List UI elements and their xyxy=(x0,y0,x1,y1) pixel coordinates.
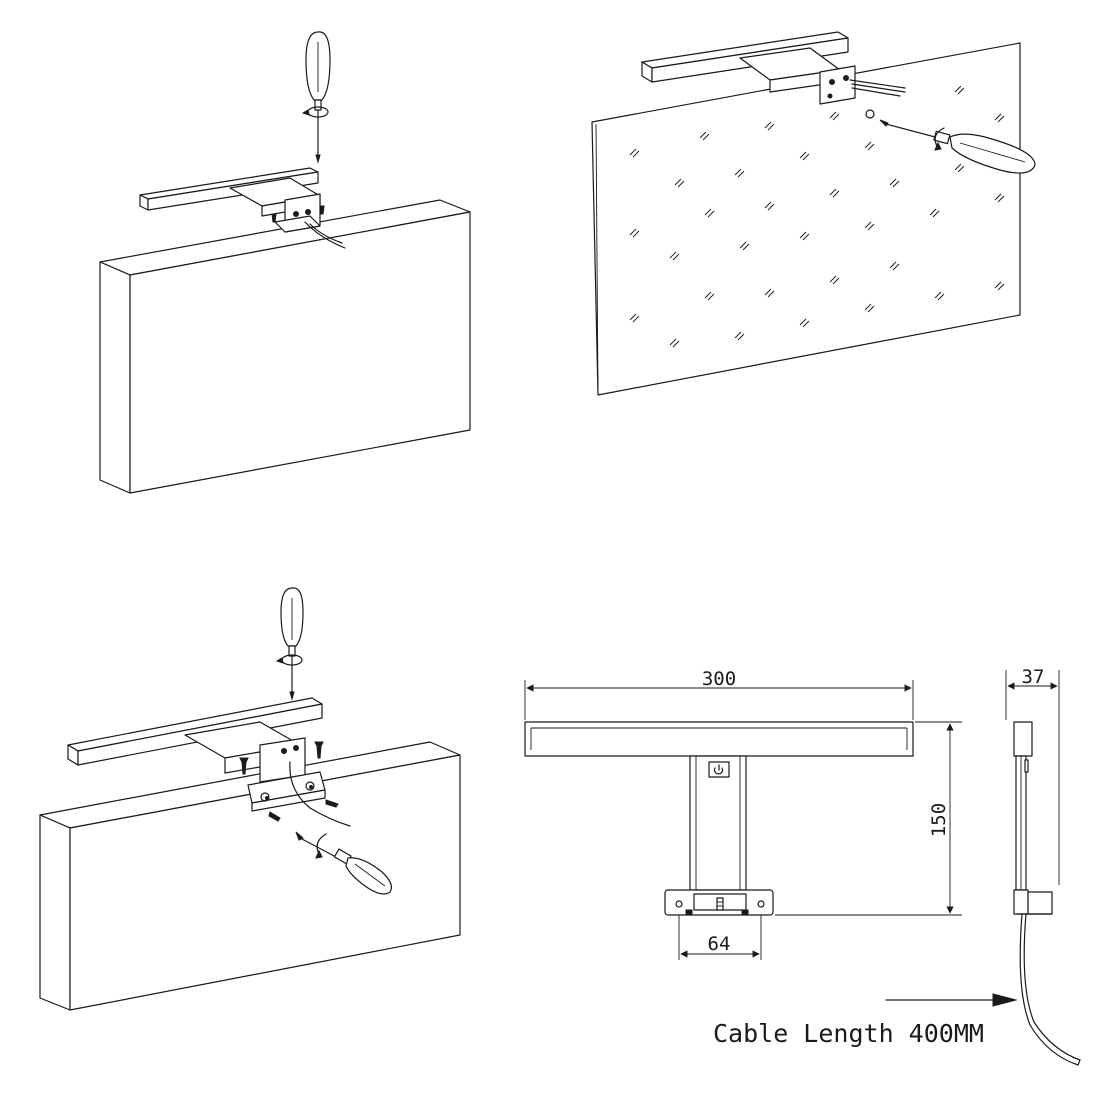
height-dimension: 150 xyxy=(775,721,962,916)
mounting-bracket xyxy=(247,771,326,812)
cabinet-box xyxy=(99,199,471,494)
power-cable xyxy=(849,79,906,97)
screwdriver-icon xyxy=(305,31,331,164)
screw-icon xyxy=(271,205,325,223)
step-3-bracket-fixing xyxy=(39,587,461,1011)
height-label: 150 xyxy=(928,803,950,837)
mirror-reflection-marks xyxy=(629,85,1005,348)
power-cable xyxy=(289,761,351,827)
front-view xyxy=(524,721,914,916)
screwdriver-icon xyxy=(295,831,392,895)
screw-icon xyxy=(239,741,339,822)
light-bar xyxy=(139,167,321,233)
mirror-panel xyxy=(591,42,1021,396)
cable-length-label: Cable Length 400MM xyxy=(713,1019,984,1048)
width-label: 300 xyxy=(702,668,736,690)
cable-length-callout: Cable Length 400MM xyxy=(713,993,1018,1048)
screw-hole xyxy=(865,109,875,119)
step-2-mirror-mount xyxy=(591,31,1036,396)
rotate-arrow-icon xyxy=(275,654,303,666)
rotate-arrow-icon xyxy=(315,833,327,859)
screwdriver-icon xyxy=(879,119,1036,174)
rotate-arrow-icon xyxy=(934,127,945,151)
power-cable xyxy=(1019,913,1079,1066)
power-cable xyxy=(304,221,346,249)
light-bar xyxy=(67,697,323,783)
rotate-arrow-icon xyxy=(301,106,329,118)
hole-spacing-dimension: 64 xyxy=(678,915,762,960)
side-view xyxy=(1013,721,1081,1066)
width-dimension: 300 xyxy=(524,668,914,720)
step-1-cabinet-mount xyxy=(99,31,471,494)
cabinet-box xyxy=(39,741,461,1011)
depth-label: 37 xyxy=(1022,666,1045,688)
dimension-drawing: 300 150 64 xyxy=(524,666,1081,1066)
hole-spacing-label: 64 xyxy=(708,933,731,955)
light-bar xyxy=(641,31,856,105)
depth-dimension: 37 xyxy=(1005,666,1060,885)
screwdriver-icon xyxy=(280,587,304,701)
